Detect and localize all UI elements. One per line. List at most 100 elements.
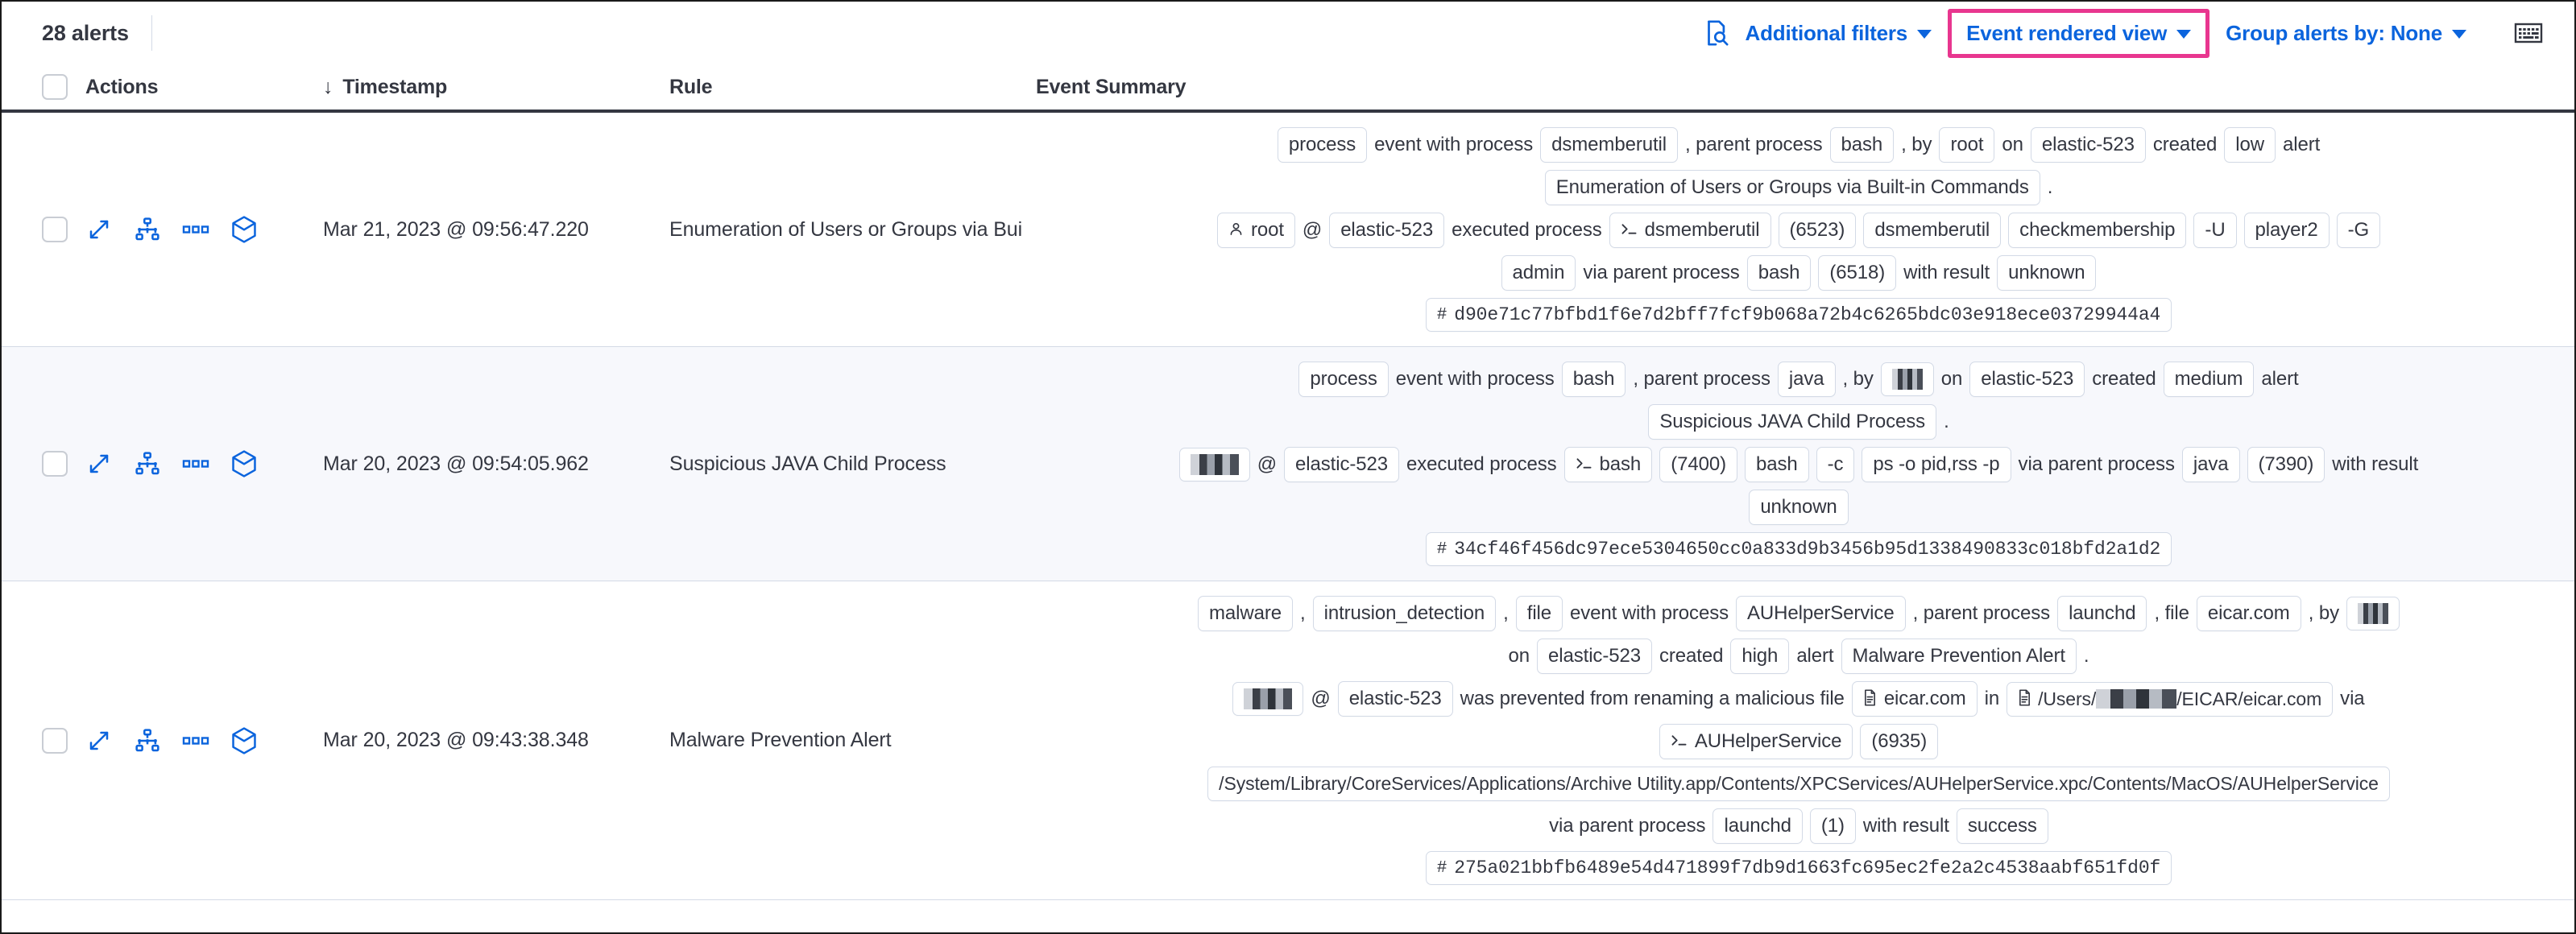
summary-pill[interactable]: elastic-523 (1284, 447, 1400, 482)
summary-text: executed process (1452, 219, 1602, 241)
summary-text: created (2092, 368, 2156, 390)
summary-pill[interactable]: unknown (1749, 490, 1849, 525)
summary-pill[interactable]: -U (2193, 213, 2237, 248)
summary-pill[interactable]: dsmemberutil (1540, 127, 1678, 163)
expand-icon[interactable] (85, 450, 113, 477)
analyzer-icon[interactable] (134, 727, 161, 754)
summary-pill[interactable]: process (1277, 127, 1368, 163)
redacted-user-pill[interactable] (2346, 597, 2400, 630)
additional-filters-button[interactable]: Additional filters (1734, 14, 1944, 52)
expand-icon[interactable] (85, 727, 113, 754)
event-rendered-view-button[interactable]: Event rendered view (1963, 21, 2194, 46)
row-select-checkbox[interactable] (42, 217, 68, 242)
summary-pill[interactable]: checkmembership (2008, 213, 2187, 248)
event-hash-pill[interactable]: #34cf46f456dc97ece5304650cc0a833d9b3456b… (1425, 532, 2172, 566)
summary-pill[interactable]: bash (1829, 127, 1895, 163)
summary-pill[interactable]: (6935) (1860, 724, 1939, 759)
redacted-file-path-pill[interactable]: /Users//EICAR/eicar.com (2007, 681, 2334, 717)
summary-pill[interactable]: unknown (1997, 255, 2097, 291)
summary-pill[interactable]: success (1956, 808, 2048, 844)
group-alerts-by-button[interactable]: Group alerts by: None (2214, 14, 2478, 52)
summary-pill[interactable]: /System/Library/CoreServices/Application… (1207, 767, 2390, 801)
summary-pill[interactable]: launchd (2057, 596, 2147, 631)
summary-pill[interactable]: eicar.com (2196, 596, 2301, 631)
summary-pill[interactable]: AUHelperService (1659, 724, 1853, 759)
row-select-checkbox[interactable] (42, 727, 68, 754)
summary-pill[interactable]: process (1298, 362, 1389, 397)
summary-pill[interactable]: elastic-523 (1329, 213, 1445, 248)
row-select-checkbox[interactable] (42, 451, 68, 477)
summary-pill[interactable]: bash (1744, 447, 1809, 482)
row-rule-name[interactable]: Malware Prevention Alert (669, 729, 892, 751)
row-rule-name[interactable]: Suspicious JAVA Child Process (669, 452, 946, 475)
event-hash-pill[interactable]: #275a021bbfb6489e54d471899f7db9d1663fc69… (1425, 851, 2172, 885)
more-actions-icon[interactable] (182, 216, 209, 243)
summary-pill[interactable]: launchd (1713, 808, 1803, 844)
summary-pill[interactable]: low (2224, 127, 2276, 163)
column-header-event-summary[interactable]: Event Summary (1036, 76, 2574, 99)
redacted-user-pill[interactable] (1178, 448, 1250, 481)
summary-text: on (1940, 368, 1963, 390)
redacted-user-pill[interactable] (1880, 362, 1934, 396)
expand-icon[interactable] (85, 216, 113, 243)
summary-pill[interactable]: (7390) (2247, 447, 2325, 482)
summary-pill[interactable]: admin (1501, 255, 1576, 291)
summary-pill[interactable]: -c (1816, 447, 1855, 482)
summary-pill[interactable]: elastic-523 (1337, 681, 1453, 717)
summary-pill[interactable]: high (1730, 639, 1790, 674)
redacted-user-pill[interactable] (1232, 682, 1304, 716)
event-hash-pill[interactable]: #d90e71c77bfbd1f6e7d2bff7fcf9b068a72b4c6… (1425, 298, 2172, 332)
console-icon (1671, 734, 1688, 750)
summary-pill[interactable]: medium (2163, 362, 2255, 397)
file-icon (1863, 688, 1877, 709)
pill-label: launchd (1724, 815, 1791, 837)
column-header-actions[interactable]: Actions (85, 76, 323, 99)
keyboard-icon[interactable] (2512, 16, 2545, 50)
session-view-icon[interactable] (230, 450, 258, 477)
summary-pill[interactable]: AUHelperService (1736, 596, 1906, 631)
summary-pill[interactable]: malware (1198, 596, 1294, 631)
summary-pill[interactable]: elastic-523 (2030, 127, 2146, 163)
summary-pill[interactable]: bash (1746, 255, 1812, 291)
row-actions-cell (85, 450, 323, 477)
summary-pill[interactable]: -G (2336, 213, 2381, 248)
summary-pill[interactable]: (1) (1809, 808, 1856, 844)
summary-pill[interactable]: elastic-523 (1537, 639, 1652, 674)
column-header-timestamp[interactable]: ↓ Timestamp (323, 76, 669, 99)
summary-pill[interactable]: dsmemberutil (1609, 213, 1771, 248)
summary-pill[interactable]: (7400) (1659, 447, 1737, 482)
pill-label: elastic-523 (1340, 219, 1434, 241)
summary-pill[interactable]: bash (1563, 447, 1653, 482)
summary-pill[interactable]: Enumeration of Users or Groups via Built… (1544, 170, 2040, 205)
summary-pill[interactable]: Malware Prevention Alert (1841, 639, 2077, 674)
summary-pill[interactable]: ps -o pid,rss -p (1862, 447, 2011, 482)
column-header-rule[interactable]: Rule (669, 76, 1036, 99)
summary-pill[interactable]: dsmemberutil (1863, 213, 2002, 248)
more-actions-icon[interactable] (182, 450, 209, 477)
session-view-icon[interactable] (230, 216, 258, 243)
summary-pill[interactable]: Suspicious JAVA Child Process (1648, 404, 1937, 440)
summary-pill[interactable]: eicar.com (1851, 681, 1978, 717)
select-all-checkbox[interactable] (42, 74, 68, 100)
row-rule-name[interactable]: Enumeration of Users or Groups via Bui (669, 217, 1023, 241)
summary-pill[interactable]: bash (1561, 362, 1626, 397)
more-actions-icon[interactable] (182, 727, 209, 754)
summary-pill[interactable]: file (1515, 596, 1563, 631)
summary-pill[interactable]: intrusion_detection (1312, 596, 1497, 631)
summary-pill[interactable]: java (1777, 362, 1836, 397)
summary-pill[interactable]: root (1216, 213, 1295, 248)
analyzer-icon[interactable] (134, 216, 161, 243)
summary-pill[interactable]: java (2181, 447, 2240, 482)
summary-pill[interactable]: (6518) (1818, 255, 1897, 291)
summary-pill[interactable]: (6523) (1778, 213, 1857, 248)
summary-pill[interactable]: root (1939, 127, 1995, 163)
session-view-icon[interactable] (230, 726, 258, 754)
summary-pill[interactable]: player2 (2243, 213, 2330, 248)
summary-pill[interactable]: elastic-523 (1969, 362, 2085, 397)
summary-text: , file (2154, 602, 2189, 624)
document-search-icon[interactable] (1697, 14, 1734, 52)
analyzer-icon[interactable] (134, 450, 161, 477)
